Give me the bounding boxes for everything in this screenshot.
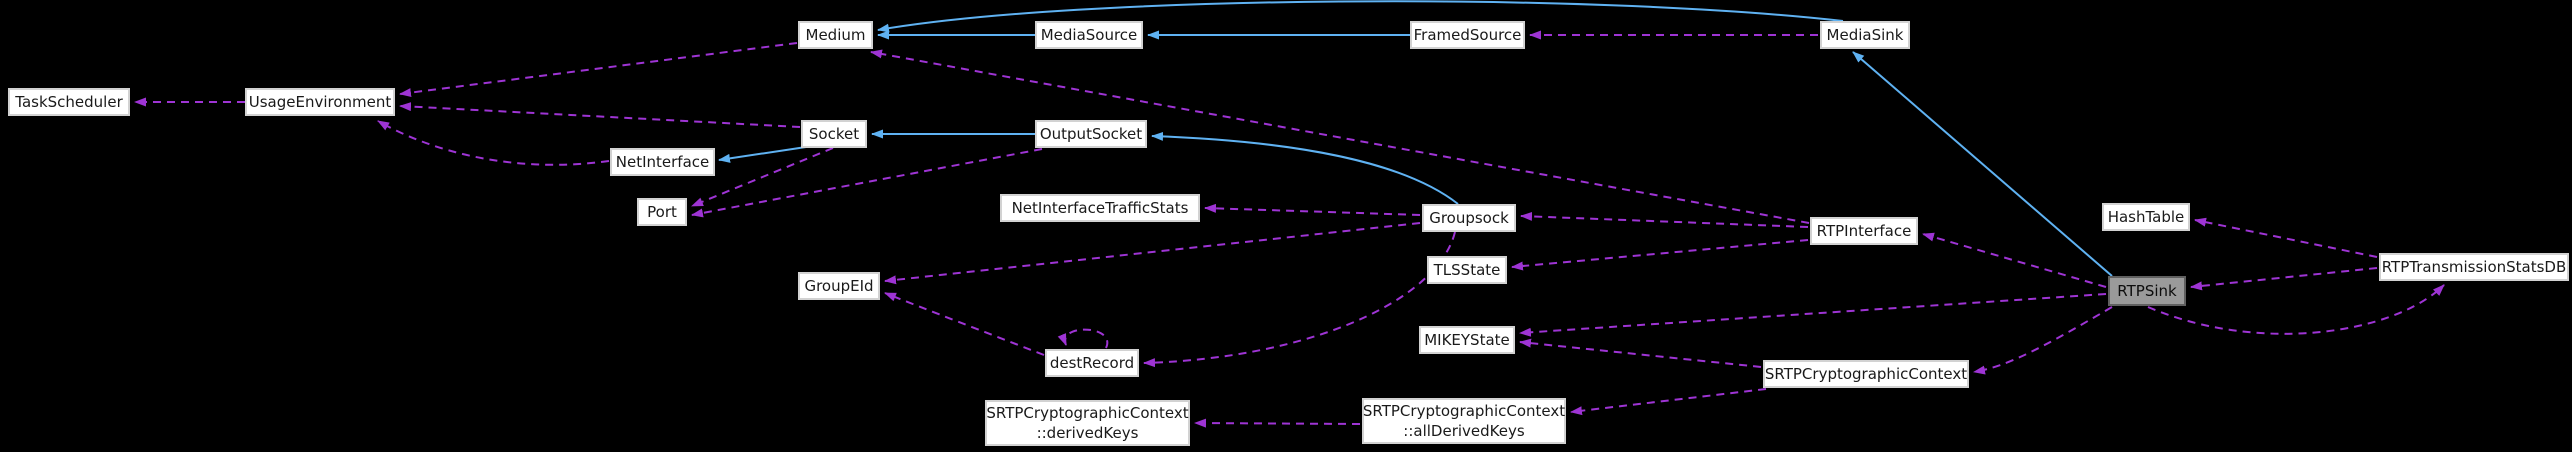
- node-medium[interactable]: Medium: [798, 21, 873, 49]
- edge-outputsocket-to-port-uses: [691, 148, 1043, 218]
- node-groupsock[interactable]: Groupsock: [1422, 204, 1516, 232]
- node-mediasource[interactable]: MediaSource: [1035, 21, 1143, 49]
- edge-srtp_allderivedkeys-to-srtp_derivedkeys-uses: [1194, 418, 1361, 428]
- node-netinterfacetrafficstats[interactable]: NetInterfaceTrafficStats: [1000, 194, 1200, 222]
- node-srtp_allderivedkeys[interactable]: SRTPCryptographicContext ::allDerivedKey…: [1362, 398, 1566, 444]
- node-rtpsink[interactable]: RTPSink: [2108, 276, 2186, 306]
- edge-socket-to-usageenvironment-uses: [399, 102, 801, 128]
- edge-rtpinterface-to-tlsstate-uses: [1511, 239, 1809, 271]
- edge-rtpinterface-to-groupsock-uses: [1520, 211, 1809, 228]
- edge-rtpsink-to-rtptransmissionstatsdb-uses: [2147, 284, 2445, 335]
- edge-groupsock-to-outputsocket-inherits: [1151, 131, 1459, 205]
- edge-srtpcryptographiccontext-to-mikeystate-uses: [1519, 338, 1762, 368]
- node-usageenvironment[interactable]: UsageEnvironment: [245, 88, 395, 116]
- node-taskscheduler[interactable]: TaskScheduler: [8, 88, 130, 116]
- node-mediasink[interactable]: MediaSink: [1820, 21, 1910, 49]
- edge-rtpinterface-to-medium-uses: [870, 49, 1810, 224]
- node-rtpinterface[interactable]: RTPInterface: [1810, 217, 1918, 245]
- edge-rtpsink-to-rtpinterface-uses: [1922, 232, 2107, 288]
- node-srtp_derivedkeys[interactable]: SRTPCryptographicContext ::derivedKeys: [985, 400, 1190, 446]
- edge-socket-to-port-uses: [691, 147, 834, 207]
- edge-mediasink-to-medium-inherits: [877, 0, 1844, 33]
- node-groupeid[interactable]: GroupEId: [798, 272, 880, 300]
- edge-rtpsink-to-srtpcryptographiccontext-uses: [1973, 306, 2113, 375]
- edge-srtpcryptographiccontext-to-srtp_allderivedkeys-uses: [1570, 388, 1767, 416]
- edge-groupsock-to-netinterfacetrafficstats-uses: [1204, 203, 1421, 216]
- edge-netinterface-to-usageenvironment-uses: [377, 120, 610, 166]
- edge-groupsock-to-destrecord-uses: [1143, 231, 1456, 368]
- edge-destrecord-to-groupeid-uses: [884, 292, 1045, 356]
- edge-rtpsink-to-mikeystate-uses: [1519, 293, 2107, 337]
- node-port[interactable]: Port: [637, 198, 687, 226]
- node-netinterface[interactable]: NetInterface: [610, 148, 715, 176]
- edge-destrecord-to-destrecord-uses: [1057, 328, 1109, 349]
- edge-rtptransmissionstatsdb-to-rtpsink-uses: [2190, 267, 2378, 291]
- edge-rtptransmissionstatsdb-to-hashtable-uses: [2194, 217, 2378, 258]
- edge-medium-to-usageenvironment-uses: [399, 42, 798, 98]
- node-srtpcryptographiccontext[interactable]: SRTPCryptographicContext: [1763, 360, 1969, 388]
- node-outputsocket[interactable]: OutputSocket: [1035, 120, 1147, 148]
- node-mikeystate[interactable]: MIKEYState: [1419, 326, 1515, 354]
- node-tlsstate[interactable]: TLSState: [1427, 256, 1507, 284]
- node-hashtable[interactable]: HashTable: [2102, 203, 2190, 231]
- node-framedsource[interactable]: FramedSource: [1410, 21, 1525, 49]
- edge-groupsock-to-groupeid-uses: [884, 222, 1421, 285]
- node-socket[interactable]: Socket: [801, 120, 867, 148]
- edge-rtpsink-to-mediasink-inherits: [1852, 51, 2113, 277]
- node-destrecord[interactable]: destRecord: [1045, 349, 1139, 377]
- edge-socket-to-netinterface-inherits: [718, 146, 807, 163]
- node-rtptransmissionstatsdb[interactable]: RTPTransmissionStatsDB: [2379, 253, 2569, 281]
